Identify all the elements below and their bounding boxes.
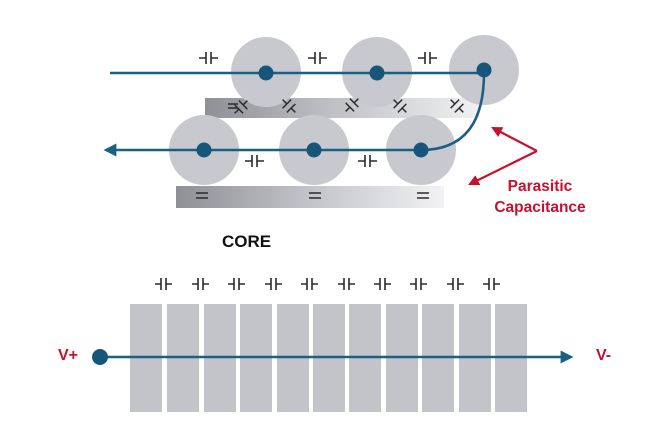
parasitic-arrows xyxy=(468,126,538,186)
capacitor-symbol xyxy=(196,192,208,199)
capacitor-symbol xyxy=(309,192,321,199)
capacitor-symbol xyxy=(450,99,464,113)
core-label: CORE xyxy=(222,232,272,251)
core-bar-lower xyxy=(176,186,444,208)
parasitic-arrow-upper xyxy=(491,126,538,152)
capacitor-symbol xyxy=(245,155,264,167)
conductor-node xyxy=(369,65,385,81)
capacitor-symbol xyxy=(410,278,427,290)
core-capacitors xyxy=(196,103,429,199)
capacitor-symbol xyxy=(282,99,296,113)
parasitic-label-line1: Parasitic xyxy=(507,178,573,195)
capacitor-symbol xyxy=(345,98,359,112)
capacitor-symbol xyxy=(199,52,218,64)
capacitor-symbol xyxy=(418,52,437,64)
capacitor-symbol xyxy=(358,155,377,167)
segment-capacitors xyxy=(155,278,500,290)
capacitor-symbol xyxy=(417,192,429,199)
capacitor-symbol xyxy=(192,278,209,290)
capacitor-symbol xyxy=(301,278,318,290)
capacitor-symbol xyxy=(265,278,282,290)
v-plus-terminal xyxy=(92,349,108,365)
conductor-node xyxy=(413,142,429,158)
capacitor-symbol xyxy=(155,278,172,290)
parasitic-label-line2: Capacitance xyxy=(494,199,586,216)
conductor-node xyxy=(258,65,274,81)
capacitor-symbol xyxy=(483,278,500,290)
conductor-node xyxy=(476,62,492,78)
capacitor-symbol xyxy=(228,103,238,109)
conductor-node xyxy=(306,142,322,158)
capacitor-symbol xyxy=(447,278,464,290)
v-minus-label: V- xyxy=(596,347,612,364)
capacitor-symbol xyxy=(374,278,391,290)
capacitor-symbol xyxy=(234,100,248,114)
parasitic-capacitance-label: Parasitic Capacitance xyxy=(480,176,600,218)
turn-to-turn-capacitors xyxy=(199,52,437,167)
capacitor-symbol xyxy=(308,52,327,64)
capacitor-symbol xyxy=(228,278,245,290)
v-plus-label: V+ xyxy=(58,347,79,364)
parasitic-arrow-lower xyxy=(468,150,538,186)
diagonal-capacitors xyxy=(234,98,464,114)
conductor-nodes xyxy=(196,62,492,158)
capacitor-symbol xyxy=(338,278,355,290)
conductor-node xyxy=(196,142,212,158)
capacitor-symbol xyxy=(393,99,407,113)
